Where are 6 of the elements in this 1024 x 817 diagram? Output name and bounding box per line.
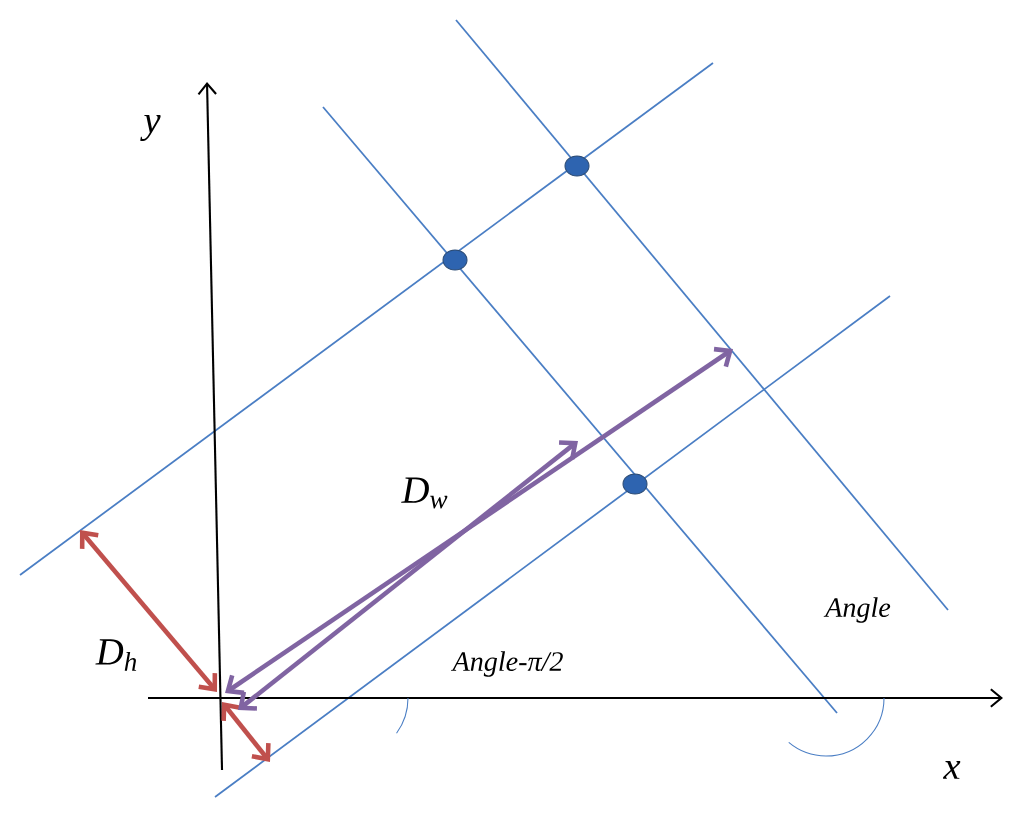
axis-label: y	[140, 114, 161, 142]
dimension-label: D$_{h}$	[95, 639, 137, 671]
axis-label: x	[942, 761, 961, 779]
dimension-label: D$_{w}$	[401, 477, 448, 509]
angle-label: Angle-π/2	[451, 651, 563, 677]
angle-label: Angle	[823, 597, 891, 623]
